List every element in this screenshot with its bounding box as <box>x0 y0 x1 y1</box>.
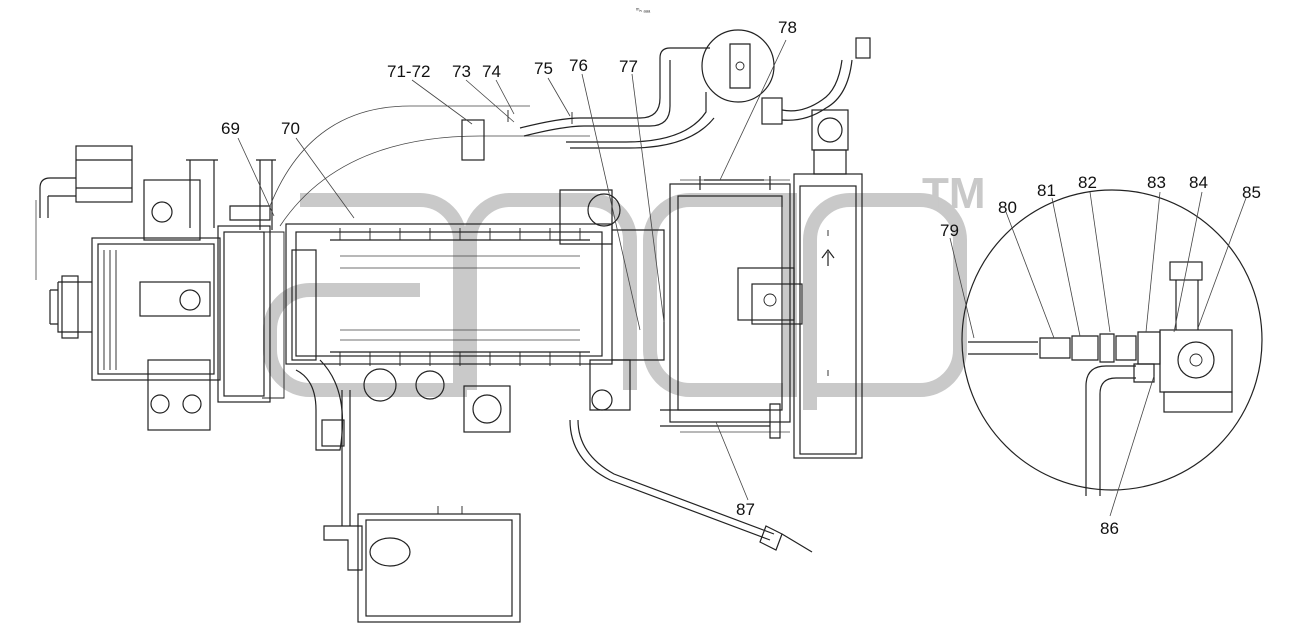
callout-71-72: 71-72 <box>387 62 430 81</box>
callout-70: 70 <box>281 119 300 138</box>
callout-78: 78 <box>778 18 797 37</box>
air-filter <box>323 390 521 623</box>
callout-73: 73 <box>452 62 471 81</box>
engine-block <box>285 189 665 451</box>
callout-69: 69 <box>221 119 240 138</box>
callout-84: 84 <box>1189 173 1208 192</box>
gearbox-assembly <box>35 145 285 431</box>
callout-83: 83 <box>1147 173 1166 192</box>
callout-75: 75 <box>534 59 553 78</box>
callout-79: 79 <box>940 221 959 240</box>
callout-77: 77 <box>619 57 638 76</box>
trademark-symbol: TM <box>922 169 986 218</box>
callout-81: 81 <box>1037 181 1056 200</box>
callout-labels: 69 70 71-72 73 74 75 76 77 78 79 80 81 8… <box>221 18 1261 538</box>
callout-76: 76 <box>569 56 588 75</box>
callout-86: 86 <box>1100 519 1119 538</box>
callout-74: 74 <box>482 62 501 81</box>
header-mark: ᵐₙ ₐₐₐ <box>636 8 651 14</box>
callout-85: 85 <box>1242 183 1261 202</box>
callout-80: 80 <box>998 198 1017 217</box>
watermark-logo: TM <box>263 169 986 410</box>
hoses-and-pipes <box>269 29 871 227</box>
radiator-assembly <box>669 109 863 459</box>
callout-82: 82 <box>1078 173 1097 192</box>
lower-hoses <box>569 176 813 553</box>
detail-view-circle <box>961 189 1263 496</box>
callout-87: 87 <box>736 500 755 519</box>
leader-lines <box>237 39 1247 517</box>
